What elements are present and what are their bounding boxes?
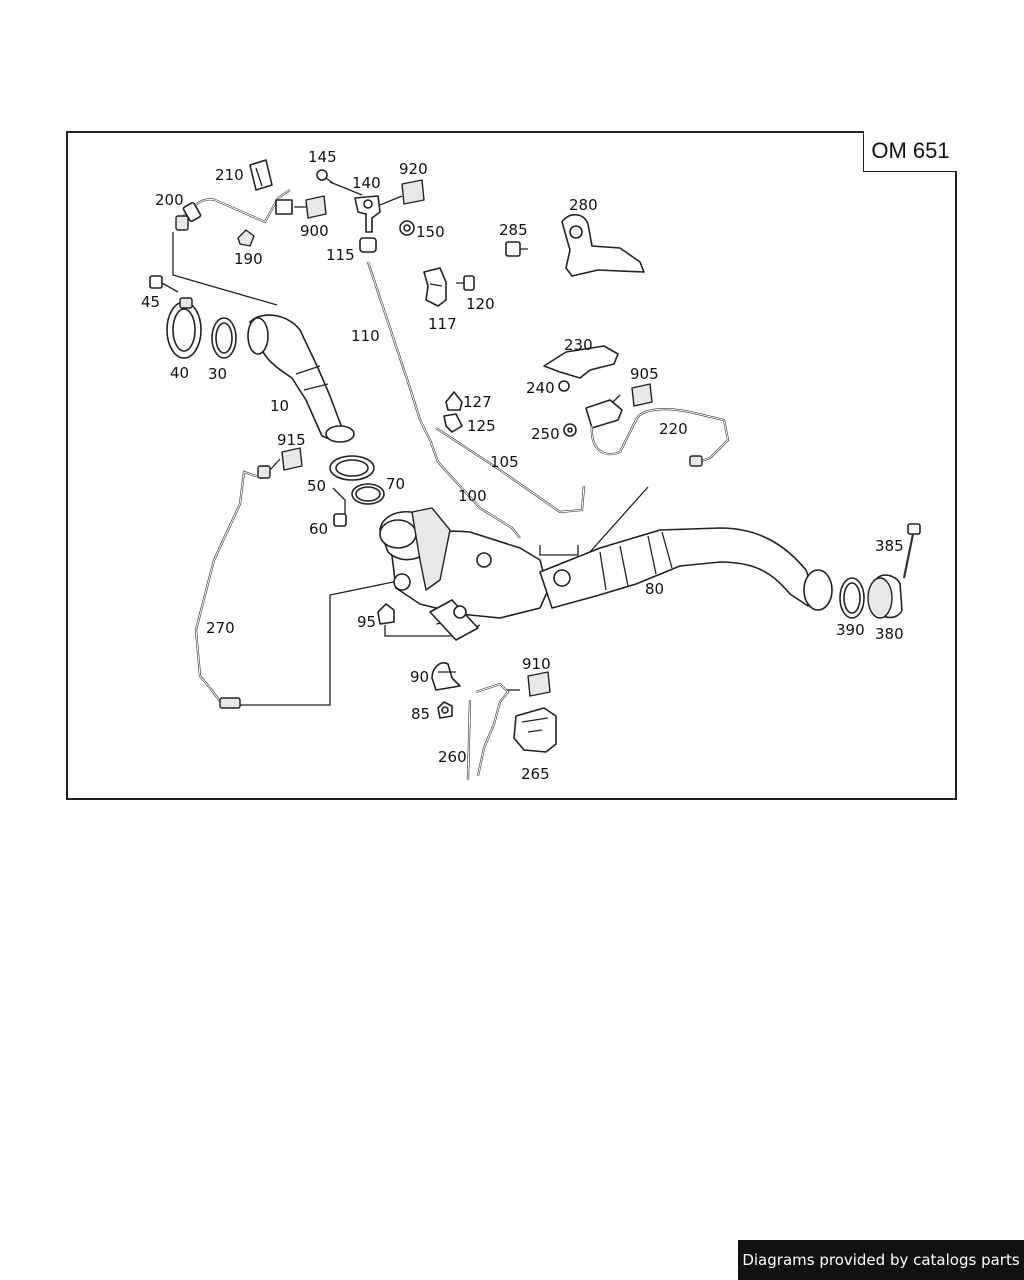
label-10: 10	[270, 397, 289, 415]
label-190: 190	[234, 250, 263, 268]
part-260-line	[466, 682, 510, 781]
label-385: 385	[875, 537, 904, 555]
part-117-bracket	[423, 267, 447, 307]
part-385-bolt	[902, 523, 921, 579]
part-270-sensor	[194, 465, 271, 709]
part-115-grommet	[359, 237, 377, 253]
part-140-bracket	[354, 195, 381, 233]
label-920: 920	[399, 160, 428, 178]
part-190-clip	[237, 229, 255, 247]
part-30-gasket	[211, 317, 237, 359]
label-270: 270	[206, 619, 235, 637]
label-105: 105	[490, 453, 519, 471]
label-70: 70	[386, 475, 405, 493]
label-260: 260	[438, 748, 467, 766]
part-910-cover	[527, 671, 551, 697]
part-40-clamp	[166, 297, 202, 359]
label-380: 380	[875, 625, 904, 643]
engine-code-title: OM 651	[863, 131, 957, 172]
part-10-pipe	[247, 314, 355, 443]
part-265-sensor	[513, 707, 557, 753]
label-117: 117	[428, 315, 457, 333]
part-90-mount	[431, 662, 461, 691]
label-220: 220	[659, 420, 688, 438]
label-95: 95	[357, 613, 376, 631]
diagram-frame	[66, 131, 957, 800]
label-60: 60	[309, 520, 328, 538]
part-390-gasket	[839, 577, 865, 619]
part-240-screw	[558, 380, 570, 392]
part-110-pipe	[366, 261, 412, 389]
part-60-bolt	[333, 513, 347, 527]
label-45: 45	[141, 293, 160, 311]
label-280: 280	[569, 196, 598, 214]
label-145: 145	[308, 148, 337, 166]
part-210-connector	[249, 159, 273, 191]
part-70-gasket	[351, 483, 385, 505]
part-200-sensor	[175, 189, 291, 231]
label-200: 200	[155, 191, 184, 209]
label-85: 85	[411, 705, 430, 723]
label-40: 40	[170, 364, 189, 382]
part-220-sensor	[585, 399, 730, 467]
part-230-bracket	[543, 345, 619, 379]
footer-credit: Diagrams provided by catalogs parts	[738, 1240, 1024, 1280]
part-85-nut	[437, 701, 453, 719]
label-915: 915	[277, 431, 306, 449]
label-150: 150	[416, 223, 445, 241]
label-900: 900	[300, 222, 329, 240]
part-catalyst-housing	[379, 507, 549, 641]
label-30: 30	[208, 365, 227, 383]
label-210: 210	[215, 166, 244, 184]
label-110: 110	[351, 327, 380, 345]
part-125-clip	[443, 413, 463, 433]
part-100-pipe	[408, 387, 521, 539]
label-50: 50	[307, 477, 326, 495]
label-250: 250	[531, 425, 560, 443]
label-115: 115	[326, 246, 355, 264]
label-230: 230	[564, 336, 593, 354]
part-280-bracket	[561, 213, 645, 277]
label-120: 120	[466, 295, 495, 313]
part-905-cover	[631, 383, 653, 407]
part-95-nut	[377, 603, 395, 625]
label-910: 910	[522, 655, 551, 673]
callout-labels: 10 30 40 45 50 60 70 80 85 90 95 100 105…	[141, 148, 904, 783]
label-390: 390	[836, 621, 865, 639]
label-265: 265	[521, 765, 550, 783]
label-80: 80	[645, 580, 664, 598]
part-45-bolt	[149, 275, 179, 293]
label-90: 90	[410, 668, 429, 686]
part-285-bolt	[505, 241, 528, 257]
part-145-bolt	[316, 169, 335, 185]
part-120-bolt	[456, 275, 475, 291]
part-150-nut	[399, 220, 415, 236]
part-127-cap	[445, 391, 463, 411]
part-80-pipe	[539, 527, 833, 611]
part-920-cover	[401, 179, 425, 205]
part-900-cover	[275, 195, 327, 219]
part-105-pipe	[435, 427, 586, 514]
part-380-clamp	[867, 574, 903, 619]
label-285: 285	[499, 221, 528, 239]
label-127: 127	[463, 393, 492, 411]
label-125: 125	[467, 417, 496, 435]
part-915-cover	[281, 447, 303, 471]
part-50-clamp	[329, 455, 375, 481]
label-905: 905	[630, 365, 659, 383]
label-240: 240	[526, 379, 555, 397]
part-250-screw	[563, 423, 577, 437]
label-140: 140	[352, 174, 381, 192]
label-100: 100	[458, 487, 487, 505]
